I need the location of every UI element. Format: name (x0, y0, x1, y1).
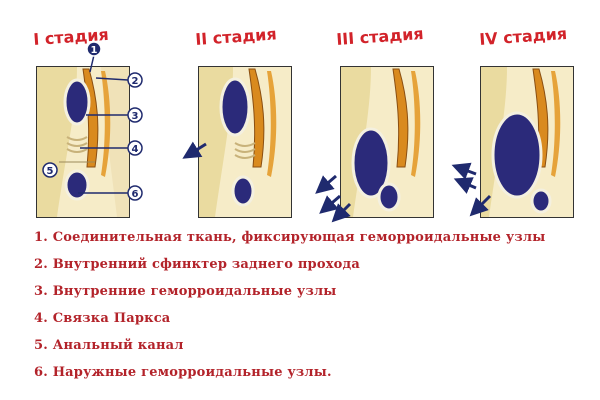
stage-3-arrow-2 (319, 194, 341, 214)
callout-2: 2 (127, 72, 143, 88)
stage-2-title: II стадия (194, 24, 278, 49)
stage-4-title: IV стадия (478, 23, 568, 49)
callout-6-number: 6 (132, 189, 139, 200)
legend-item-1: 1. Соединительная ткань, фиксирующая гем… (34, 230, 546, 245)
callout-6: 6 (127, 185, 143, 201)
stage-3-arrow-1 (315, 174, 337, 194)
legend-item-2: 2. Внутренний сфинктер заднего прохода (34, 257, 361, 272)
stage-2-illustration (198, 66, 292, 218)
stage-4-arrow-1 (451, 162, 477, 180)
callout-4-number: 4 (132, 144, 139, 155)
stage-1-illustration (36, 66, 130, 218)
legend-item-4: 4. Связка Паркса (34, 311, 171, 326)
legend-item-3: 3. Внутренние геморроидальные узлы (34, 284, 337, 299)
callout-3: 3 (127, 107, 143, 123)
callout-1-number: 1 (91, 45, 98, 56)
stage-4-arrow-2 (453, 177, 477, 194)
stage-4-illustration (480, 66, 574, 218)
stage-3-illustration (340, 66, 434, 218)
legend-item-6: 6. Наружные геморроидальные узлы. (34, 365, 332, 380)
callout-4: 4 (127, 140, 143, 156)
stage-3-title: III стадия (335, 23, 425, 49)
legend: 1. Соединительная ткань, фиксирующая гем… (34, 228, 546, 390)
stage-1-title: I стадия (32, 24, 110, 49)
callout-3-number: 3 (132, 111, 139, 122)
callout-2-number: 2 (132, 76, 139, 87)
legend-item-5: 5. Анальный канал (34, 338, 184, 353)
